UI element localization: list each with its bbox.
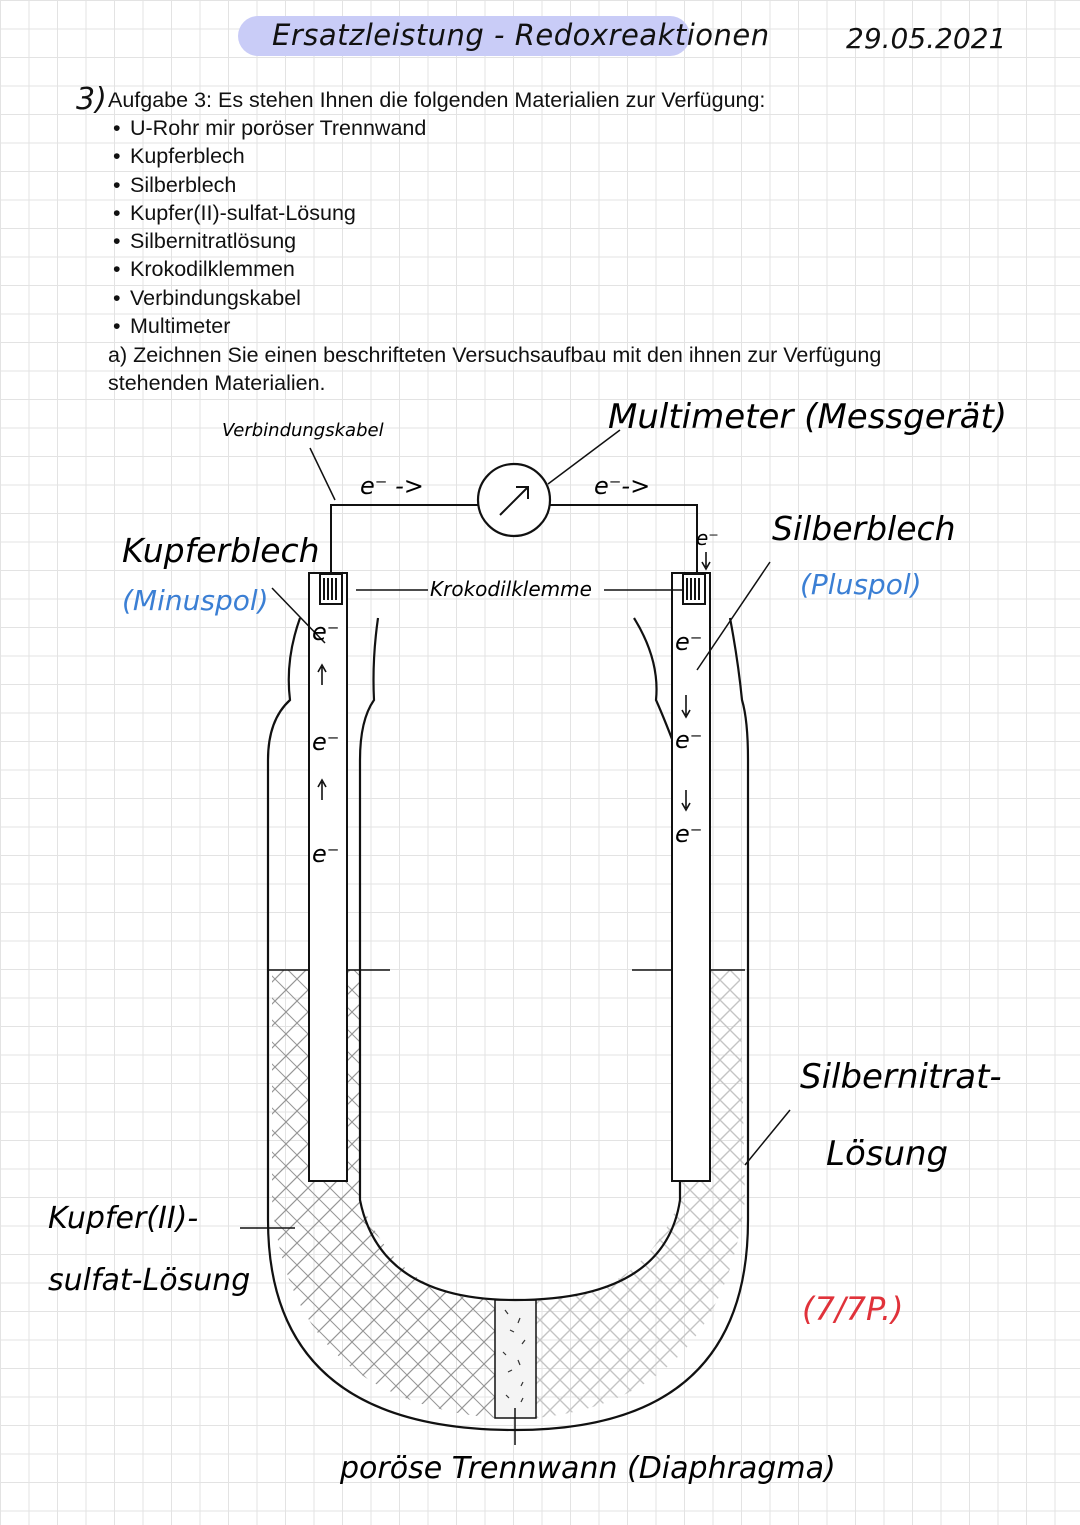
label-electron-silver-1: e⁻ <box>675 628 702 656</box>
label-multimeter: Multimeter (Messgerät) <box>608 397 1007 437</box>
task-number: 3) <box>76 82 107 117</box>
label-silver-plate: Silberblech <box>772 509 956 548</box>
multimeter-needle-icon <box>499 486 529 516</box>
label-diaphragm: poröse Trennwann (Diaphragma) <box>339 1451 836 1486</box>
silver-plate <box>671 572 711 1182</box>
label-clamp: Krokodilklemme <box>430 577 592 601</box>
material-item: Kupferblech <box>113 142 426 170</box>
label-copper-plate: Kupferblech <box>122 531 320 570</box>
label-copper-solution-1: Kupfer(II)- <box>48 1201 198 1236</box>
task-heading: Aufgabe 3: Es stehen Ihnen die folgenden… <box>108 88 766 112</box>
diaphragm-speckles <box>502 1309 526 1403</box>
subtask-line-2: stehenden Materialien. <box>108 371 326 395</box>
title-highlight <box>238 16 690 56</box>
label-electron-copper-3: e⁻ <box>312 840 339 868</box>
u-tube-inner <box>358 617 682 1302</box>
diaphragm <box>494 1299 537 1419</box>
material-item: Silberblech <box>113 171 426 199</box>
label-silver-pole: (Pluspol) <box>800 568 922 601</box>
label-silver-solution-1: Silbernitrat- <box>800 1057 1002 1097</box>
material-item: Multimeter <box>113 312 426 340</box>
label-electron-copper-1: e⁻ <box>312 618 339 646</box>
label-electron-silver-3: e⁻ <box>675 820 702 848</box>
material-item: Silbernitratlösung <box>113 227 426 255</box>
label-electron-silver-2: e⁻ <box>675 726 702 754</box>
score: (7/7P.) <box>802 1290 904 1328</box>
label-cable: Verbindungskabel <box>222 420 384 441</box>
material-item: Krokodilklemmen <box>113 255 426 283</box>
copper-plate <box>308 572 348 1182</box>
label-copper-pole: (Minuspol) <box>122 584 269 617</box>
label-electron-copper-2: e⁻ <box>312 728 339 756</box>
material-item: Kupfer(II)-sulfat-Lösung <box>113 199 426 227</box>
date: 29.05.2021 <box>846 22 1007 55</box>
label-electron-flow-right: e⁻-> <box>594 472 650 500</box>
connection-cable <box>330 504 698 574</box>
subtask-text: a) Zeichnen Sie einen beschrifteten Vers… <box>108 341 1008 397</box>
material-item: U-Rohr mir poröser Trennwand <box>113 114 426 142</box>
label-electron-silver-0: e⁻ <box>696 526 719 550</box>
materials-list: U-Rohr mir poröser Trennwand Kupferblech… <box>113 114 426 340</box>
page-title: Ersatzleistung - Redoxreaktionen <box>272 18 770 52</box>
label-silver-solution-2: Lösung <box>826 1134 948 1174</box>
material-item: Verbindungskabel <box>113 284 426 312</box>
label-electron-flow-left: e⁻ -> <box>360 472 424 500</box>
label-copper-solution-2: sulfat-Lösung <box>48 1263 250 1298</box>
subtask-line-1: a) Zeichnen Sie einen beschrifteten Vers… <box>108 343 882 367</box>
